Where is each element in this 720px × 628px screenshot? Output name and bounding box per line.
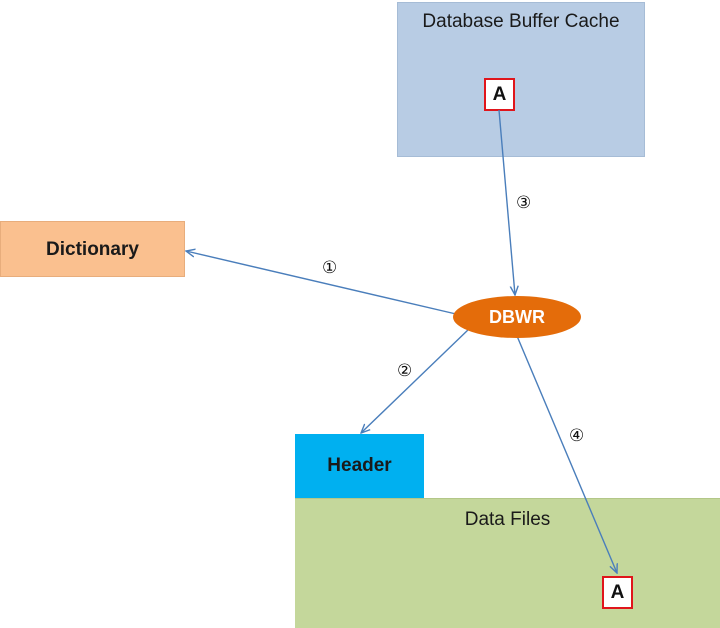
step-3-marker: ③ xyxy=(516,193,532,213)
step-2-marker: ② xyxy=(397,361,413,381)
arrow-step-2 xyxy=(361,327,471,433)
datafile-block-a: A xyxy=(602,576,633,609)
buffer-cache-title: Database Buffer Cache xyxy=(422,11,620,32)
dbwr-process: DBWR xyxy=(453,296,581,338)
database-buffer-cache: Database Buffer Cache A xyxy=(397,2,645,157)
header-box: Header xyxy=(295,434,424,498)
step-1-marker: ① xyxy=(322,258,338,278)
data-files-title: Data Files xyxy=(464,509,551,530)
step-4-marker: ④ xyxy=(569,426,585,446)
arrow-step-1 xyxy=(186,251,457,315)
arrow-step-3 xyxy=(498,109,515,295)
dictionary-box: Dictionary xyxy=(0,221,185,277)
arrow-step-4 xyxy=(516,335,617,573)
data-files: Data Files A xyxy=(295,498,720,628)
